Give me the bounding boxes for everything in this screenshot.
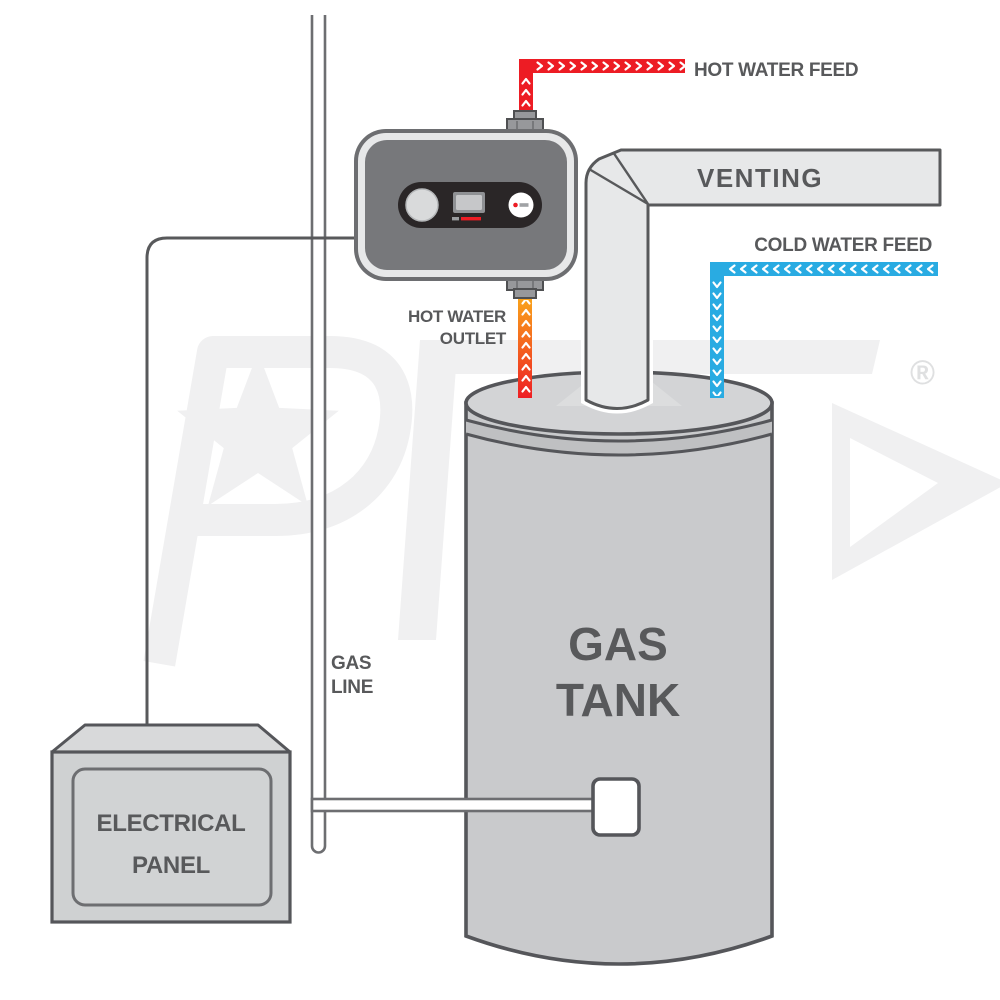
electrical-panel-door (71, 767, 273, 907)
booster-brand-text-gray (452, 217, 459, 221)
arrow-icon-notch (850, 438, 938, 547)
electrical-wire (145, 236, 365, 742)
gas-tank-seam-band (466, 420, 772, 455)
electrical-panel-top (50, 723, 292, 754)
label-cold-water-feed: COLD WATER FEED (754, 235, 932, 256)
booster-knob (405, 188, 439, 222)
cold-water-feed-pipe (710, 262, 938, 398)
electrical-panel-label-line2: PANEL (132, 852, 210, 879)
booster-brand-text-red (461, 217, 481, 221)
gas-tank-seam-arc1 (465, 418, 773, 443)
vent-duct (581, 145, 945, 414)
label-hot-water-outlet-line2: OUTLET (440, 329, 507, 348)
star-icon (177, 352, 339, 506)
label-hot-water-feed: HOT WATER FEED (694, 60, 858, 81)
label-gas-tank-line2: TANK (556, 674, 680, 726)
booster-badge-mark (513, 202, 518, 208)
flow-arrows-down (710, 280, 724, 396)
vent-duct-body (584, 148, 942, 410)
electrical-panel: ELECTRICAL PANEL (50, 723, 292, 924)
vent-duct-elbow-facets (588, 151, 649, 206)
label-gas-tank-line1: GAS (568, 618, 668, 670)
flow-arrows-right (535, 59, 685, 73)
hot-water-outlet-pipe (518, 296, 532, 398)
flow-arrows-up (519, 74, 533, 115)
watermark-bar-left (398, 340, 458, 640)
label-gas-line-line1: GAS (331, 653, 371, 674)
label-venting: VENTING (697, 163, 823, 193)
gas-tank-body (464, 401, 774, 966)
gas-valve-port (591, 777, 641, 837)
hot-water-feed-pipe (519, 59, 685, 115)
label-gas-line-line2: LINE (331, 677, 373, 698)
booster-badge-text (519, 203, 529, 207)
label-hot-water-outlet-line1: HOT WATER (408, 307, 506, 326)
gas-tank-seam-arc2 (465, 432, 773, 457)
gas-branch-pipe (310, 797, 606, 813)
electrical-panel-label-line1: ELECTRICAL (97, 810, 246, 837)
registered-mark: ® (910, 354, 935, 392)
flow-arrows-up (518, 300, 532, 396)
flow-arrows-left (726, 262, 936, 276)
fitting-collar (513, 288, 537, 299)
booster-unit (354, 129, 578, 281)
gas-supply-pipe (310, 15, 327, 854)
booster-display (456, 195, 482, 210)
